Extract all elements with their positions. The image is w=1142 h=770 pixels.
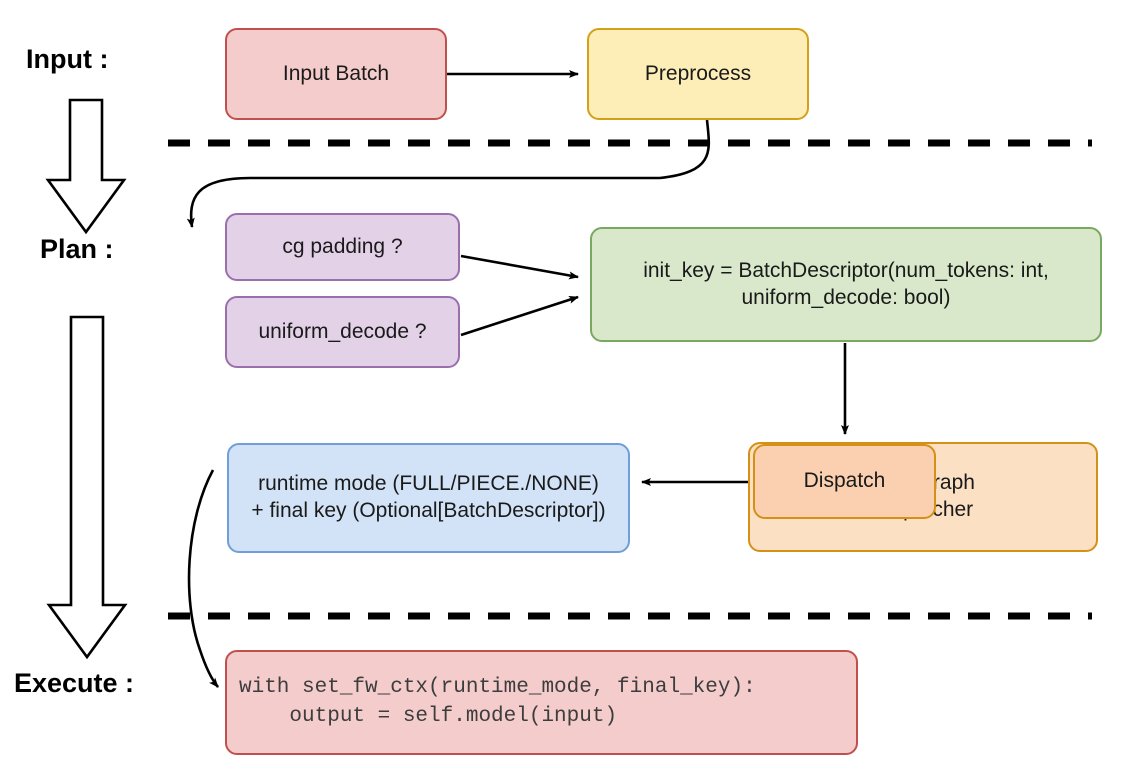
node-dispatch: Dispatch: [753, 444, 936, 519]
node-runtime-mode: runtime mode (FULL/PIECE./NONE)+ final k…: [227, 443, 630, 553]
stage-label-execute: Execute :: [14, 668, 135, 698]
node-label-input-batch: Input Batch: [282, 61, 390, 85]
arrow-cg-padding-to-init-key: [460, 254, 579, 280]
stage-label-plan: Plan :: [40, 234, 114, 264]
node-preprocess: Preprocess: [587, 28, 809, 120]
node-label-cg-padding: cg padding ?: [282, 234, 403, 258]
node-connectors: [186, 70, 849, 688]
node-init-key: init_key = BatchDescriptor(num_tokens: i…: [590, 227, 1102, 342]
node-execute-code: with set_fw_ctx(runtime_mode, final_key)…: [225, 650, 858, 755]
node-label-preprocess: Preprocess: [644, 61, 752, 85]
stage-flow-arrows: [45, 98, 128, 660]
block-arrow-input-to-plan: [45, 98, 127, 235]
node-label-dispatch: Dispatch: [803, 469, 886, 493]
node-label-runtime-mode: runtime mode (FULL/PIECE./NONE)+ final k…: [251, 472, 606, 522]
node-label-uniform-decode: uniform_decode ?: [258, 319, 427, 343]
node-label-execute-code: with set_fw_ctx(runtime_mode, final_key)…: [239, 676, 756, 728]
arrow-preprocess-to-cg-padding: [186, 119, 711, 228]
node-input-batch: Input Batch: [225, 28, 447, 120]
arrow-uniform-decode-to-init-key: [460, 295, 579, 337]
block-arrow-plan-to-execute: [46, 315, 128, 660]
node-label-init-key: init_key = BatchDescriptor(num_tokens: i…: [643, 258, 1049, 309]
stage-label-input: Input :: [26, 44, 109, 74]
arrow-runtime-mode-to-code: [187, 469, 220, 688]
node-uniform-decode: uniform_decode ?: [225, 296, 460, 368]
node-cg-padding: cg padding ?: [225, 213, 460, 281]
